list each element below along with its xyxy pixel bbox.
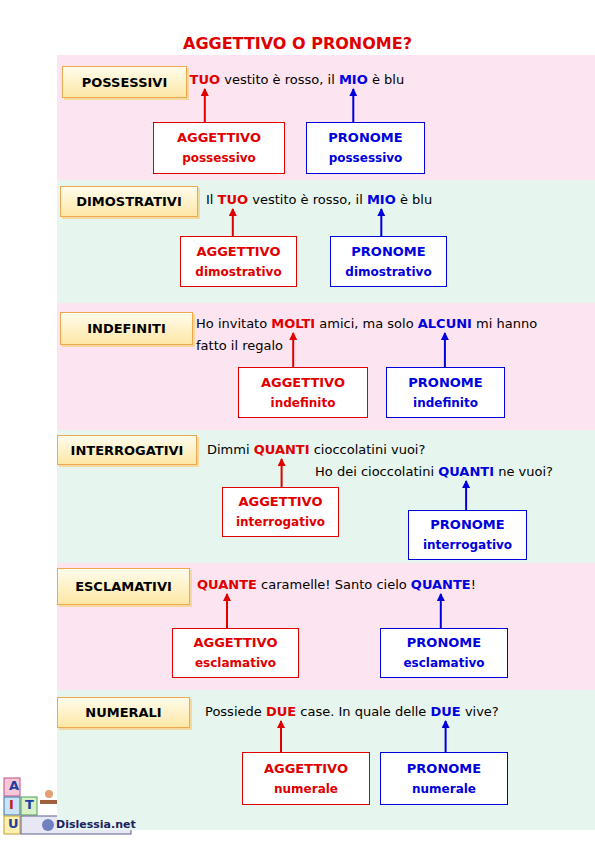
example-sentence: Possiede DUE case. In quale delle DUE vi… xyxy=(205,701,499,723)
adjective-box: AGGETTIVOesclamativo xyxy=(172,628,299,678)
key-word: QUANTE xyxy=(197,577,257,592)
pointer-arrow xyxy=(232,209,234,236)
word-type: esclamativo xyxy=(195,653,276,673)
category-label: ESCLAMATIVI xyxy=(57,568,190,605)
logo-letter: U xyxy=(8,816,19,831)
key-word: MIO xyxy=(367,192,396,207)
example-sentence: Ho dei cioccolatini QUANTI ne vuoi? xyxy=(315,461,553,483)
category-band: Il TUO vestito è rosso, il MIO è blu DIMO… xyxy=(57,180,595,303)
pointer-arrow xyxy=(444,333,446,367)
key-word: MOLTI xyxy=(271,316,315,331)
key-word: DUE xyxy=(431,704,461,719)
logo-block xyxy=(4,816,20,834)
logo-letter: T xyxy=(25,797,34,812)
word-class: PRONOME xyxy=(407,759,481,779)
pointer-arrow xyxy=(445,721,447,752)
category-name: NUMERALI xyxy=(85,705,161,720)
word-class: AGGETTIVO xyxy=(261,373,345,393)
logo-block xyxy=(21,797,37,815)
category-name: ESCLAMATIVI xyxy=(75,579,172,594)
word-class: PRONOME xyxy=(351,242,425,262)
example-sentence: Il TUO vestito è rosso, il MIO è blu xyxy=(206,189,432,211)
adjective-box: AGGETTIVOindefinito xyxy=(238,367,368,418)
category-label: POSSESSIVI xyxy=(62,66,187,98)
word-class: AGGETTIVO xyxy=(264,759,348,779)
word-type: indefinito xyxy=(413,393,478,413)
pronoun-box: PRONOMEpossessivo xyxy=(306,122,425,174)
category-band: Dimmi QUANTI cioccolatini vuoi?Ho dei ci… xyxy=(57,430,595,563)
key-word: QUANTI xyxy=(254,442,310,457)
category-name: POSSESSIVI xyxy=(82,75,167,90)
key-word: TUO xyxy=(190,72,220,87)
key-word: TUO xyxy=(218,192,248,207)
logo-letter: I xyxy=(9,797,14,812)
logo-block xyxy=(4,778,20,796)
word-class: PRONOME xyxy=(430,515,504,535)
word-class: AGGETTIVO xyxy=(238,492,322,512)
key-word: ALCUNI xyxy=(418,316,472,331)
category-band: QUANTE caramelle! Santo cielo QUANTE! ESC… xyxy=(57,563,595,690)
pointer-arrow xyxy=(352,89,354,122)
word-class: AGGETTIVO xyxy=(196,242,280,262)
example-sentence: QUANTE caramelle! Santo cielo QUANTE! xyxy=(197,574,476,596)
pointer-arrow xyxy=(281,459,283,487)
key-word: QUANTE xyxy=(411,577,471,592)
word-type: dimostrativo xyxy=(345,262,431,282)
word-type: interrogativo xyxy=(236,512,325,532)
word-type: esclamativo xyxy=(403,653,484,673)
key-word: MIO xyxy=(339,72,368,87)
word-class: PRONOME xyxy=(407,633,481,653)
adjective-box: AGGETTIVOpossessivo xyxy=(153,122,285,174)
pointer-arrow xyxy=(465,481,467,510)
word-type: numerale xyxy=(274,779,338,799)
adjective-box: AGGETTIVOdimostrativo xyxy=(180,236,297,287)
pointer-arrow xyxy=(440,594,442,628)
watermark: Dislessia.net xyxy=(56,818,136,831)
pointer-arrow xyxy=(280,721,282,752)
pointer-arrow xyxy=(226,594,228,628)
word-class: PRONOME xyxy=(408,373,482,393)
category-name: INTERROGATIVI xyxy=(71,443,184,458)
word-class: AGGETTIVO xyxy=(193,633,277,653)
category-band: Possiede DUE case. In quale delle DUE vi… xyxy=(57,690,595,830)
word-type: possessivo xyxy=(182,148,256,168)
category-name: DIMOSTRATIVI xyxy=(76,194,182,209)
pointer-arrow xyxy=(292,333,294,367)
category-band: Ho invitato MOLTI amici, ma solo ALCUNI … xyxy=(57,303,595,430)
word-type: numerale xyxy=(412,779,476,799)
example-sentence: Ho invitato MOLTI amici, ma solo ALCUNI … xyxy=(196,313,544,357)
logo-book xyxy=(40,800,58,804)
logo-letter: A xyxy=(9,778,19,793)
example-sentence: Dimmi QUANTI cioccolatini vuoi? xyxy=(207,439,425,461)
category-label: DIMOSTRATIVI xyxy=(60,186,198,217)
word-type: interrogativo xyxy=(423,535,512,555)
pronoun-box: PRONOMEnumerale xyxy=(380,752,508,805)
key-word: DUE xyxy=(266,704,296,719)
pronoun-box: PRONOMEindefinito xyxy=(386,367,505,418)
adjective-box: AGGETTIVOnumerale xyxy=(242,752,370,805)
word-type: possessivo xyxy=(329,148,403,168)
pronoun-box: PRONOMEinterrogativo xyxy=(408,510,527,560)
category-band: Il TUO vestito è rosso, il MIO è blu POSS… xyxy=(57,55,595,180)
category-label: NUMERALI xyxy=(57,697,190,728)
category-label: INDEFINITI xyxy=(60,312,193,345)
pronoun-box: PRONOMEdimostrativo xyxy=(330,236,447,287)
word-class: PRONOME xyxy=(328,128,402,148)
word-type: dimostrativo xyxy=(195,262,281,282)
logo-figure xyxy=(45,790,53,798)
title: AGGETTIVO O PRONOME? xyxy=(0,34,595,53)
word-type: indefinito xyxy=(271,393,336,413)
example-sentence: Il TUO vestito è rosso, il MIO è blu xyxy=(178,69,404,91)
adjective-box: AGGETTIVOinterrogativo xyxy=(222,487,339,537)
word-class: AGGETTIVO xyxy=(177,128,261,148)
category-label: INTERROGATIVI xyxy=(57,435,197,465)
pointer-arrow xyxy=(380,209,382,236)
pronoun-box: PRONOMEesclamativo xyxy=(380,628,508,678)
key-word: QUANTI xyxy=(438,464,494,479)
category-name: INDEFINITI xyxy=(87,321,166,336)
logo-dot xyxy=(42,819,54,831)
pointer-arrow xyxy=(204,89,206,122)
logo-block xyxy=(4,797,20,815)
